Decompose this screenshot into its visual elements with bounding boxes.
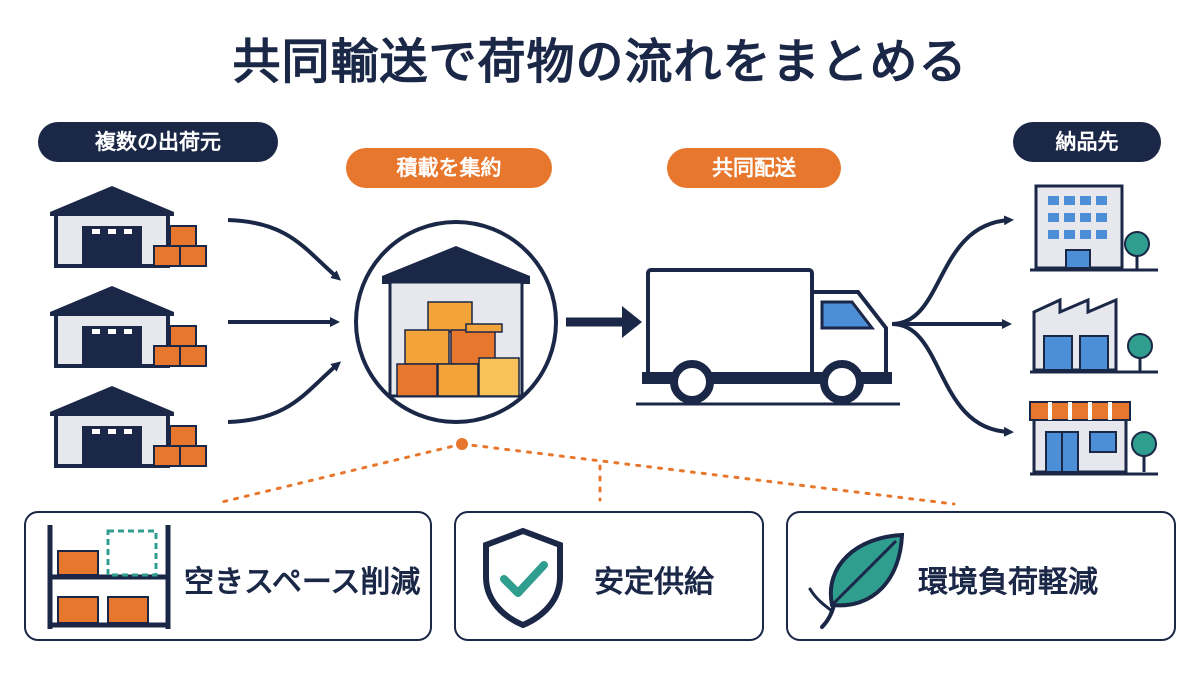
benefit-label-space: 空きスペース削減 xyxy=(184,565,421,600)
store-icon xyxy=(1029,401,1158,476)
origin-warehouse-3 xyxy=(48,384,208,468)
label-origins: 複数の出荷元 xyxy=(38,122,278,162)
label-delivery: 共同配送 xyxy=(667,148,841,188)
truck-icon xyxy=(636,268,900,406)
arrow-origin-1 xyxy=(227,218,342,281)
shield-check-icon xyxy=(483,527,563,629)
benefit-label-supply: 安定供給 xyxy=(594,565,714,600)
label-destinations: 納品先 xyxy=(1013,122,1161,162)
benefit-label-environment: 環境負荷軽減 xyxy=(918,565,1098,600)
factory-icon xyxy=(1030,297,1158,374)
origin-warehouse-2 xyxy=(48,284,208,368)
benefit-card-space: 空きスペース削減 xyxy=(24,511,432,641)
leaf-icon xyxy=(808,532,905,629)
origin-warehouse-1 xyxy=(48,184,208,268)
arrow-origin-3 xyxy=(227,361,342,424)
arrow-dest-3 xyxy=(891,322,1014,437)
benefit-card-supply: 安定供給 xyxy=(454,511,764,641)
office-building-icon xyxy=(1030,184,1158,272)
warehouse-shelf-icon xyxy=(47,525,171,629)
benefit-card-environment: 環境負荷軽減 xyxy=(786,511,1176,641)
page-title: 共同輸送で荷物の流れをまとめる xyxy=(232,34,968,90)
consolidation-hub-icon xyxy=(354,220,558,424)
label-consolidate: 積載を集約 xyxy=(346,148,552,188)
arrow-dest-1 xyxy=(891,215,1014,326)
